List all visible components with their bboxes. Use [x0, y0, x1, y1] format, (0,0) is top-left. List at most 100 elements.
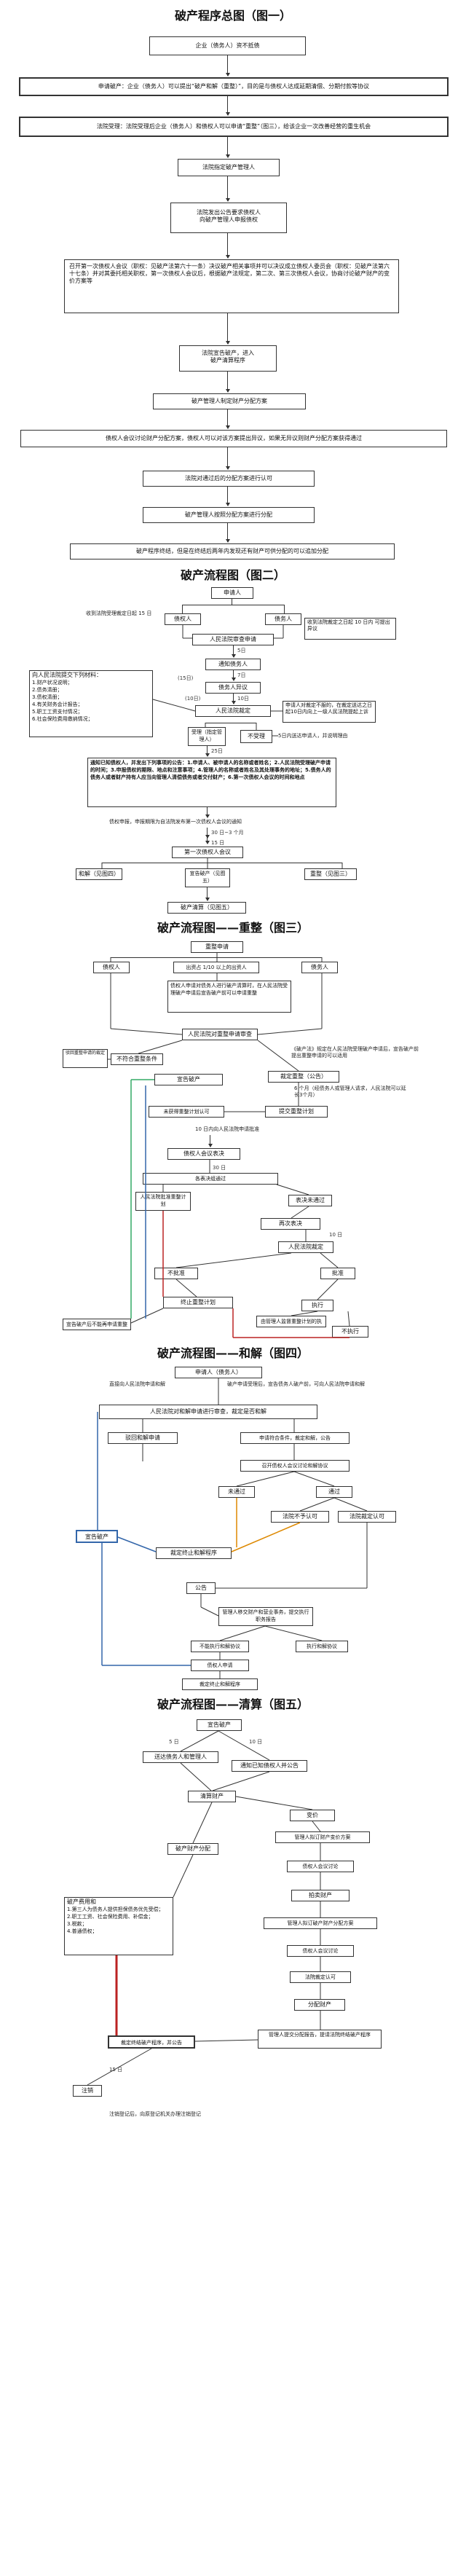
f4-court-no-box: 法院不予认可	[271, 1511, 329, 1523]
f5-day10: 10 日	[249, 1739, 263, 1745]
f1-declare-box: 法院宣告破产，进入 破产清算程序	[179, 345, 277, 372]
f1-arrow-3	[226, 137, 230, 158]
f3-vote-box: 债权人会议表决	[167, 1148, 240, 1160]
f4-meeting-box: 召开债权人会议讨论和解协议	[240, 1460, 350, 1472]
f5-notify-box: 通知已知债权人并公告	[232, 1760, 307, 1772]
f3-capital-box: 出资占 1/10 以上的出资人	[173, 962, 259, 973]
f2-arrow-f	[205, 828, 210, 839]
f2-notice-box: 通知已知债权人，并发出下列事项的公告：1.申请人、被申请人的名称或者姓名；2.人…	[87, 758, 336, 807]
f3-apply-box: 重整申请	[191, 941, 243, 953]
f2-within10: (10日)	[185, 696, 201, 702]
f1-court-approve-box: 法院对通过后的分配方案进行认可	[143, 471, 315, 487]
f5-pay-note-list: 1.第三人为债务人提供担保债务优先受偿； 2.职工工资、社会保险费用、补偿金； …	[67, 1907, 164, 1934]
f1-arrow-2	[226, 96, 230, 116]
f2-arrow-b	[232, 670, 236, 681]
f1-distribute-box: 破产管理人按照分配方案进行分配	[143, 507, 315, 523]
f4-creditor-apply-box: 债权人申请	[191, 1660, 249, 1671]
figure5-title: 破产流程图——清算（图五）	[157, 1697, 309, 1711]
f4-declare-box: 宣告破产	[76, 1530, 118, 1543]
f3-not-meet-box: 不符合重整条件	[111, 1053, 163, 1065]
f3-split	[111, 957, 322, 958]
f3-not-approve-box: 不批准	[154, 1268, 198, 1279]
f3-again-vote-box: 再次表决	[261, 1218, 320, 1230]
f5-deliver-box: 送达债务人和管理人	[143, 1751, 218, 1763]
f2-first-meeting-box: 第一次债权人会议	[172, 847, 243, 858]
f3-plan-submit-box: 提交重整计划	[265, 1106, 328, 1118]
f5-pay-note-box: 破产费用和 1.第三人为债务人提供担保债务优先受偿； 2.职工工资、社会保险费用…	[64, 1897, 173, 1955]
f3-supervise-box: 由管理人监督重整计划的执行	[256, 1316, 326, 1327]
f4-right-note: 破产申请受理后，宣告债务人破产前，可向人民法院申请和解	[227, 1381, 365, 1387]
f3-approve-box: 批准	[320, 1268, 355, 1279]
f3-court-approve-box: 人民法院批准重整计划	[135, 1192, 191, 1211]
f4-meet-box: 申请符合条件，裁定和解，公告	[240, 1432, 350, 1444]
f3-terminate-box: 终止重整计划	[163, 1297, 233, 1308]
f1-arrow-7	[226, 372, 230, 393]
f2-accept-box: 受理（指定管理人）	[188, 727, 226, 746]
f1-arrow-6	[226, 313, 230, 345]
figure3-title: 破产流程图——重整（图三）	[157, 921, 309, 935]
f1-terminate-box: 破产程序终结，但是在终结后两年内发现还有财产可供分配的可以追加分配	[70, 543, 395, 559]
f2-debtor-box: 债务人	[265, 613, 301, 625]
f2-settle-box: 和解（见图四）	[76, 868, 122, 880]
f4-pass-box: 通过	[316, 1486, 352, 1498]
f3-vote-groups-box: 各表决组通过	[143, 1173, 278, 1185]
f3-not-approved-box: 未获得重整计划认可	[149, 1106, 224, 1118]
f4-not-meet-box: 驳回和解申请	[108, 1432, 178, 1444]
f3-note-a: 债权人申请对债务人进行破产清算时，在人民法院受理破产申请后宣告破产前可以申请重整	[167, 981, 291, 1013]
f1-arrow-11	[226, 523, 230, 543]
f5-distribute-box: 分配财产	[294, 1999, 345, 2011]
figure2-title: 破产流程图（图二）	[180, 568, 285, 582]
f2-reorg-box: 重整（见图三）	[304, 868, 357, 880]
f2-court-review-box: 人民法院审查申请	[192, 634, 274, 645]
f4-execute-box: 执行和解协议	[296, 1641, 348, 1652]
f1-announce-box: 法院发出公告要求债权人 向破产管理人申报债权	[170, 203, 287, 233]
f3-review-box: 人民法院对重整申请审查	[182, 1029, 258, 1040]
f3-debtor-box: 债务人	[301, 962, 338, 973]
f3-bankrupt-box: 宣告破产	[154, 1074, 223, 1085]
f5-day5: 5 日	[169, 1739, 179, 1745]
f4-review-box: 人民法院对和解申请进行审查，裁定是否和解	[99, 1405, 317, 1419]
f2-within15: (15日)	[178, 675, 194, 681]
f2-reject-box: 不受理	[240, 730, 272, 743]
f1-accept-box: 法院受理：法院受理后企业（债务人）和债权人可以申请“重整”（图三），给该企业一次…	[19, 117, 449, 137]
f2-arrow-a	[232, 645, 236, 658]
f2-objection-box: 债务人异议	[205, 682, 261, 694]
f3-no-execute-box: 不执行	[332, 1326, 368, 1338]
f2-plan-box: 破产清算（见图五）	[167, 902, 246, 914]
f1-arrow-10	[226, 487, 230, 506]
f5-day15: 15 日	[109, 2067, 123, 2073]
f2-appeal-note: 申请人对裁定不服的，在裁定送达之日起10日内向上一级人民法院提起上诉	[283, 701, 376, 723]
f1-arrow-9	[226, 447, 230, 470]
f5-sell-box: 变价	[290, 1810, 335, 1821]
f2-arrow-d	[205, 746, 210, 757]
f2-15d: 15 日	[211, 840, 225, 846]
f4-no-execute-box: 不能执行和解协议	[191, 1641, 249, 1652]
f3-fail-box: 表决未通过	[288, 1195, 332, 1206]
f2-arrow-c	[232, 694, 236, 704]
f5-declare-box: 宣告破产	[197, 1719, 242, 1731]
f2-notify-box: 通知债务人	[205, 659, 261, 670]
f5-vote-box: 债权人会议讨论	[287, 1861, 354, 1872]
f4-terminate-box: 裁定终止和解程序	[156, 1547, 232, 1559]
f1-arrow-1	[226, 55, 230, 76]
f3-law-note: 《破产法》规定在人民法院受理破产申请后，宣告破产前提出重整申请的可以适用	[291, 1046, 419, 1059]
f3-execute-box: 执行	[301, 1300, 333, 1311]
f5-estimate-box: 管理人拟订财产变价方案	[275, 1831, 370, 1843]
f2-applicant-box: 申请人	[211, 587, 253, 599]
f2-day10: 10日	[237, 696, 249, 702]
f2-materials-box: 向人民法院提交下列材料： 1.财产状况说明； 2.债务清册； 3.债权清册； 4…	[29, 670, 153, 737]
f2-arrow-e	[205, 807, 210, 818]
f2-arrow-h	[205, 887, 210, 901]
f2-materials-list: 1.财产状况说明； 2.债务清册； 3.债权清册； 4.有关财务会计报告； 5.…	[32, 680, 93, 722]
f2-debtor-note: 收到法院裁定之日起 10 日内 可提出异议	[304, 618, 396, 640]
f1-arrow-4	[226, 176, 230, 202]
f4-manage-box: 管理人移交财产和营业事务，提交执行职务报告	[218, 1607, 313, 1626]
f4-fail-box: 未通过	[218, 1486, 255, 1498]
f2-reject-note: 5日内送达申请人，并说明理由	[278, 733, 348, 739]
f5-annul-box: 注销	[73, 2085, 102, 2097]
f5-meeting2-box: 债权人会议讨论	[287, 1945, 354, 1957]
f2-declare-box: 宣告破产（见图五）	[185, 868, 230, 887]
f5-court-ok-box: 法院裁定认可	[290, 1971, 351, 1983]
